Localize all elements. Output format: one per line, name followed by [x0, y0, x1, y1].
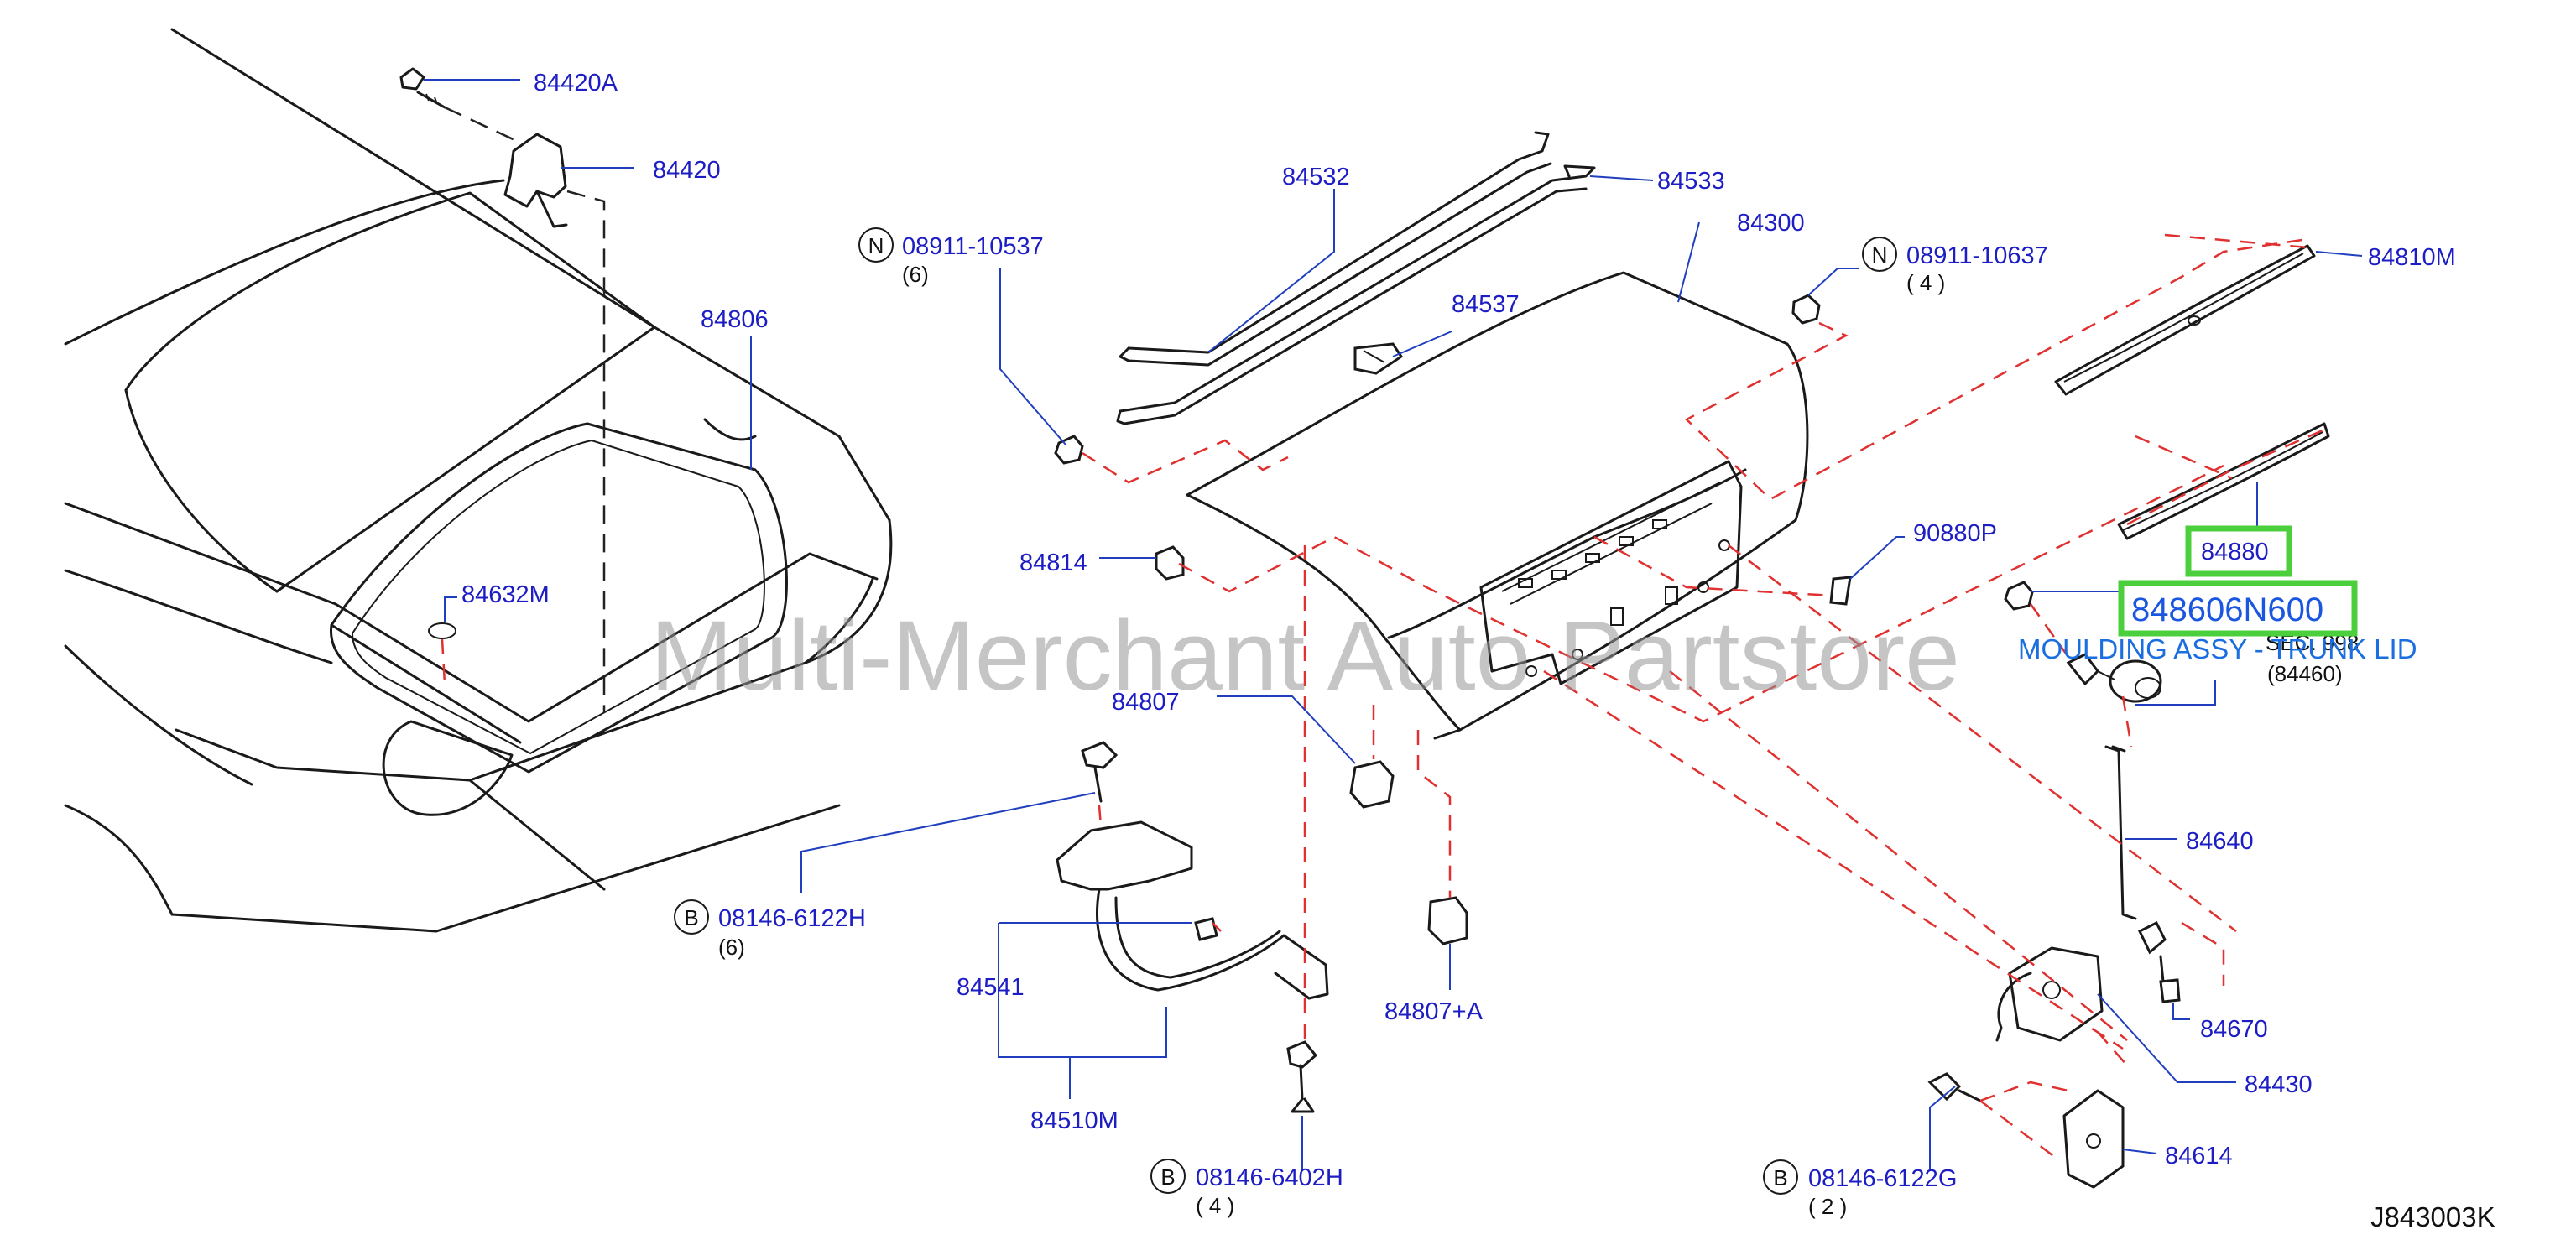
svg-text:( 4 ): ( 4 ) [1196, 1193, 1234, 1218]
label-84533: 84533 [1657, 168, 1725, 195]
highlight-box-84880[interactable] [2185, 525, 2292, 577]
label-84814: 84814 [1019, 550, 1087, 576]
highlighted-part[interactable]: 84880 848606N600 MOULDING ASSY - TRUNK L… [2018, 525, 2417, 664]
label-84537: 84537 [1452, 291, 1520, 318]
label-84807A: 84807+A [1384, 998, 1484, 1025]
label-84460: (84460) [2267, 661, 2343, 686]
small-parts-drawing [1155, 545, 1852, 606]
label-84806: 84806 [701, 306, 769, 333]
fastener-callouts: N 08911-10537 (6) N 08911-10637 ( 4 ) B … [674, 227, 2048, 1219]
label-84632M: 84632M [461, 581, 550, 608]
svg-text:B: B [1160, 1164, 1175, 1190]
fastener-n2: N 08911-10637 ( 4 ) [1862, 237, 2048, 295]
fastener-b1: B 08146-6122H (6) [674, 899, 866, 960]
svg-text:08911-10637: 08911-10637 [1906, 242, 2048, 269]
highlight-box-part-number[interactable] [2118, 580, 2358, 637]
label-84430: 84430 [2245, 1071, 2313, 1098]
label-90880P: 90880P [1913, 520, 1997, 547]
hinge-assy-drawing [1056, 741, 1329, 1113]
assembly-lines [441, 233, 2329, 1159]
fastener-b3: B 08146-6122G ( 2 ) [1763, 1159, 1957, 1219]
car-body-drawing [64, 28, 893, 933]
latch-drawing [1927, 920, 2181, 1189]
label-84420: 84420 [653, 157, 721, 184]
svg-text:08911-10537: 08911-10537 [902, 233, 1044, 260]
svg-text:(6): (6) [718, 935, 745, 960]
svg-text:B: B [1773, 1165, 1787, 1190]
highlight-description: MOULDING ASSY - TRUNK LID [2018, 633, 2417, 664]
fastener-n1: N 08911-10537 (6) [858, 227, 1044, 287]
svg-text:08146-6402H: 08146-6402H [1196, 1164, 1343, 1191]
svg-text:N: N [1872, 242, 1888, 268]
svg-text:N: N [868, 233, 884, 258]
svg-text:( 2 ): ( 2 ) [1808, 1194, 1847, 1219]
svg-text:(6): (6) [902, 262, 929, 287]
leader-lines [424, 79, 2363, 1170]
svg-text:08146-6122H: 08146-6122H [718, 905, 866, 932]
part-labels: 84420A 84420 84806 84632M 84532 84533 84… [461, 70, 2456, 1169]
rod-84640-drawing [2104, 745, 2137, 920]
stoppers-drawing [1349, 760, 1468, 945]
torsion-bars-drawing [1116, 131, 1596, 425]
label-84541: 84541 [957, 974, 1025, 1001]
label-84510M: 84510M [1030, 1107, 1119, 1134]
label-84880[interactable]: 84880 [2201, 539, 2269, 565]
watermark-text: Multi-Merchant Auto Partstore [650, 601, 1960, 711]
diagram-code: J843003K [2370, 1201, 2495, 1232]
lock-cylinder-drawing [2066, 653, 2162, 703]
label-84810M: 84810M [2368, 244, 2456, 271]
label-84420A: 84420A [534, 70, 618, 96]
svg-text:B: B [684, 905, 698, 930]
moulding-drawing [2054, 244, 2330, 540]
highlight-part-number[interactable]: 848606N600 [2131, 591, 2323, 628]
label-84640: 84640 [2186, 828, 2254, 855]
label-84532: 84532 [1282, 164, 1350, 190]
label-84670: 84670 [2200, 1016, 2268, 1043]
svg-text:( 4 ): ( 4 ) [1906, 270, 1945, 295]
fastener-b2: B 08146-6402H ( 4 ) [1150, 1159, 1343, 1218]
label-84807: 84807 [1112, 689, 1180, 716]
label-84300: 84300 [1737, 210, 1805, 237]
hinge-84420-drawing [399, 67, 606, 713]
trunk-lid-drawing [1186, 271, 1809, 740]
svg-text:08146-6122G: 08146-6122G [1808, 1165, 1957, 1192]
label-84614: 84614 [2165, 1143, 2233, 1169]
